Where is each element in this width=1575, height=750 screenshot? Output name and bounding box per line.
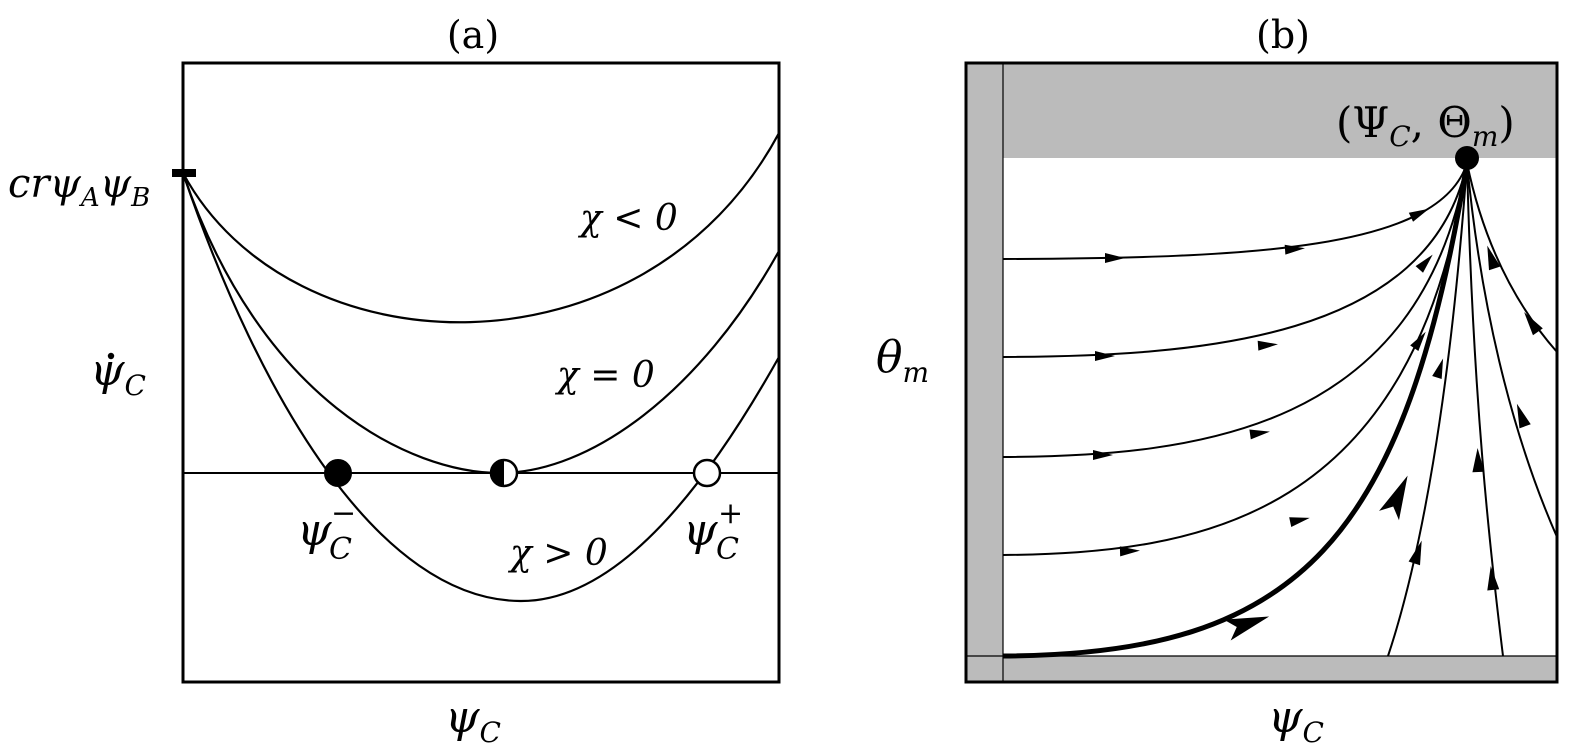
curve-chi-zero: [183, 172, 779, 475]
y-axis-label: θm: [876, 332, 929, 389]
intercept-tick: [172, 169, 196, 177]
trajectory-2: [1002, 162, 1468, 358]
arrowhead: [1289, 517, 1310, 527]
svg-text:−: −: [331, 496, 356, 531]
curve-label-chi-zero: χ = 0: [554, 355, 655, 396]
panel-a-title: (a): [447, 13, 499, 57]
panel-b-frame: [964, 61, 1559, 684]
panel-b-title: (b): [1256, 13, 1310, 57]
trajectory-lower-right-1: [1387, 162, 1468, 657]
arrowhead: [1524, 312, 1543, 336]
arrowhead: [1408, 540, 1422, 566]
shade-bottom: [966, 656, 1557, 682]
fixed-point-marker: [1455, 146, 1479, 170]
x-axis-label: ψC: [445, 692, 501, 749]
svg-text:C: C: [329, 532, 352, 567]
svg-text:ψ: ψ: [297, 505, 332, 556]
trajectory-right-1: [1466, 162, 1557, 538]
curve-label-chi-positive: χ > 0: [507, 533, 608, 574]
panel-b: (b): [876, 13, 1559, 749]
stable-fixed-point-marker: [324, 459, 352, 487]
arrowhead: [1487, 566, 1500, 591]
svg-text:C: C: [716, 532, 739, 567]
arrowhead: [1472, 448, 1485, 473]
root-minus-label: ψ − C: [297, 496, 356, 567]
shade-left: [966, 63, 1003, 682]
trajectory-main-bold: [1002, 162, 1470, 659]
shade-top: [966, 63, 1557, 158]
arrowhead: [1249, 429, 1270, 440]
arrowhead: [1408, 208, 1430, 222]
root-plus-label: ψ + C: [683, 496, 743, 567]
curve-label-chi-negative: χ < 0: [577, 198, 678, 239]
arrowhead-bold: [1223, 616, 1270, 641]
arrowhead: [1487, 245, 1501, 271]
arrowhead: [1516, 403, 1531, 429]
arrowhead: [1119, 546, 1140, 557]
shaded-regions: [966, 63, 1557, 682]
trajectory-3: [1002, 162, 1468, 458]
svg-text:ψC: ψC: [90, 345, 146, 402]
semistable-fixed-point-marker: [489, 458, 519, 488]
trajectory-1: [1002, 162, 1468, 260]
intercept-label: crψAψB: [8, 161, 150, 213]
panel-a-frame: [181, 61, 781, 684]
arrowhead: [1284, 244, 1305, 255]
curve-chi-negative: [183, 132, 779, 324]
y-axis-label: ψC: [90, 345, 146, 402]
fixed-point-label: (ΨC, Θm): [1336, 98, 1515, 153]
svg-text:ψ: ψ: [683, 505, 718, 556]
svg-text:+: +: [718, 496, 743, 531]
arrowhead: [1095, 351, 1115, 361]
unstable-fixed-point-marker: [692, 458, 722, 488]
trajectories: [1002, 162, 1557, 659]
panel-a: (a) χ < 0 χ = 0 χ > 0 crψAψB ψC ψC ψ − C: [8, 13, 781, 749]
flow-arrowheads: [1093, 208, 1543, 641]
arrowhead: [1410, 331, 1426, 352]
trajectory-lower-right-2: [1466, 162, 1504, 657]
time-derivative-dot: [107, 352, 115, 360]
arrowhead: [1105, 253, 1125, 263]
arrowhead: [1257, 340, 1278, 351]
arrowhead: [1432, 358, 1444, 380]
x-axis-label: ψC: [1268, 692, 1324, 749]
arrowhead-bold: [1379, 475, 1408, 521]
trajectory-right-2: [1466, 162, 1557, 353]
arrowhead: [1415, 254, 1433, 273]
arrowhead: [1093, 450, 1113, 460]
trajectory-4: [1002, 162, 1468, 556]
